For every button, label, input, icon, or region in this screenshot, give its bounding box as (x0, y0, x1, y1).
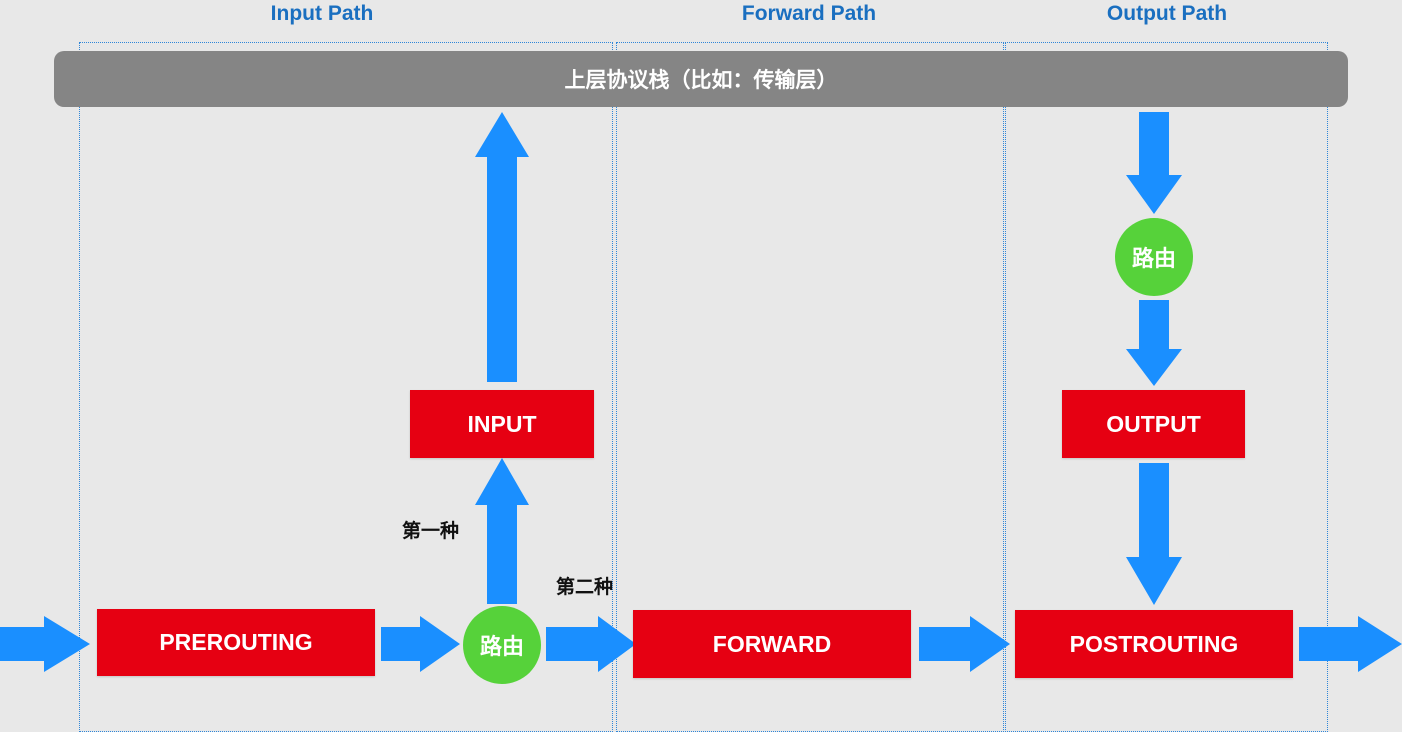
arrow-stack-route-icon (1126, 112, 1182, 214)
output-path-title: Output Path (1106, 2, 1228, 25)
upper-protocol-stack: 上层协议栈（比如：传输层） (54, 51, 1348, 107)
forward-path-title: Forward Path (741, 2, 877, 25)
arrow-out-icon (1299, 616, 1402, 672)
arrow-output-postrouting-icon (1126, 463, 1182, 605)
chain-postrouting: POSTROUTING (1015, 610, 1293, 678)
arrow-forward-postrouting-icon (919, 616, 1010, 672)
chain-prerouting: PREROUTING (97, 609, 375, 676)
chain-forward: FORWARD (633, 610, 911, 678)
input-routing-decision: 路由 (463, 606, 541, 684)
arrow-in-icon (0, 616, 90, 672)
arrow-route-input-icon (475, 458, 529, 604)
chain-output: OUTPUT (1062, 390, 1245, 458)
arrow-route-output-icon (1126, 300, 1182, 386)
label-second-path: 第二种 (556, 576, 614, 598)
arrow-prerouting-route-icon (381, 616, 460, 672)
input-path-title: Input Path (270, 2, 374, 25)
arrow-route-forward-icon (546, 616, 636, 672)
arrow-input-stack-icon (475, 112, 529, 382)
chain-input: INPUT (410, 390, 594, 458)
output-routing-decision: 路由 (1115, 218, 1193, 296)
label-first-path: 第一种 (402, 520, 460, 542)
